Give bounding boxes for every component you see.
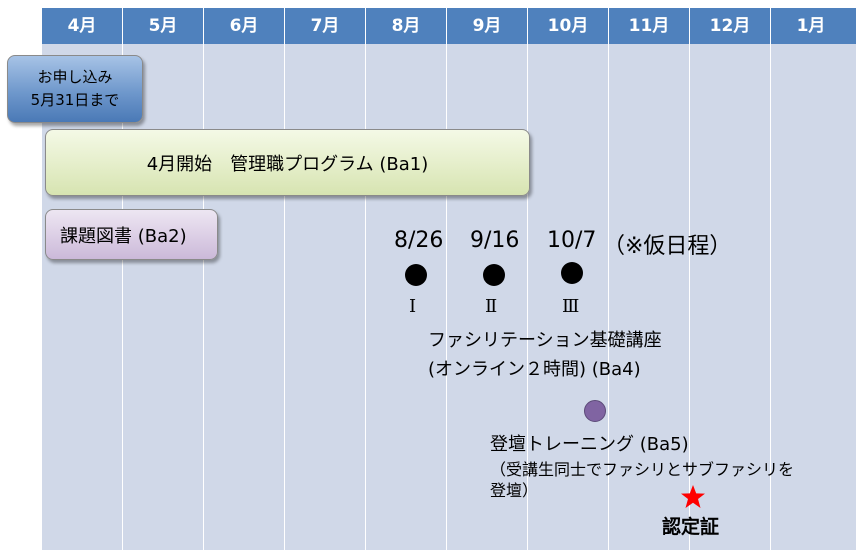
training-note-line2: 登壇） — [490, 481, 539, 500]
training-dot — [584, 400, 606, 422]
month-aug: 8月 — [391, 16, 421, 36]
application-deadline: 5月31日まで — [30, 91, 120, 109]
grid-divider — [770, 8, 771, 550]
month-sep: 9月 — [472, 16, 502, 36]
grid-divider — [284, 8, 285, 550]
session-date-2: 9/16 — [470, 228, 520, 253]
session-dot-2 — [483, 264, 505, 286]
session-numeral-1: Ⅰ — [409, 296, 417, 317]
application-deadline-box: お申し込み 5月31日まで — [7, 55, 143, 123]
session-date-1: 8/26 — [394, 228, 444, 253]
star-icon — [681, 485, 705, 508]
grid-divider — [689, 8, 690, 550]
month-header — [42, 8, 856, 44]
month-nov: 11月 — [628, 16, 670, 36]
training-note-line1: （受講生同士でファシリとサブファシリを — [490, 460, 795, 479]
tentative-note: （※仮日程） — [603, 234, 732, 259]
training-title: 登壇トレーニング (Ba5) — [490, 434, 689, 455]
grid-divider — [203, 8, 204, 550]
month-oct: 10月 — [547, 16, 589, 36]
month-may: 5月 — [148, 16, 178, 36]
assigned-reading-bar: 課題図書 (Ba2) — [45, 209, 218, 260]
grid-divider — [122, 8, 123, 550]
session-dot-3 — [561, 262, 583, 284]
session-dot-1 — [405, 264, 427, 286]
month-apr: 4月 — [67, 16, 97, 36]
program-label: 4月開始 管理職プログラム (Ba1) — [146, 153, 429, 175]
application-label: お申し込み — [37, 68, 113, 86]
month-jan: 1月 — [796, 16, 826, 36]
timeline-grid — [42, 44, 856, 550]
grid-divider — [608, 8, 609, 550]
grid-divider — [365, 8, 366, 550]
month-jun: 6月 — [229, 16, 259, 36]
certificate-label: 認定証 — [662, 516, 720, 538]
grid-divider — [446, 8, 447, 550]
month-jul: 7月 — [310, 16, 340, 36]
management-program-bar: 4月開始 管理職プログラム (Ba1) — [45, 129, 530, 196]
grid-divider — [527, 8, 528, 550]
session-numeral-3: Ⅲ — [562, 296, 580, 317]
facilitation-course-detail: (オンライン２時間) (Ba4) — [428, 359, 641, 380]
book-label: 課題図書 (Ba2) — [60, 225, 187, 247]
month-dec: 12月 — [709, 16, 751, 36]
session-numeral-2: Ⅱ — [485, 296, 498, 317]
session-date-3: 10/7 — [547, 228, 597, 253]
facilitation-course-title: ファシリテーション基礎講座 — [428, 330, 662, 351]
